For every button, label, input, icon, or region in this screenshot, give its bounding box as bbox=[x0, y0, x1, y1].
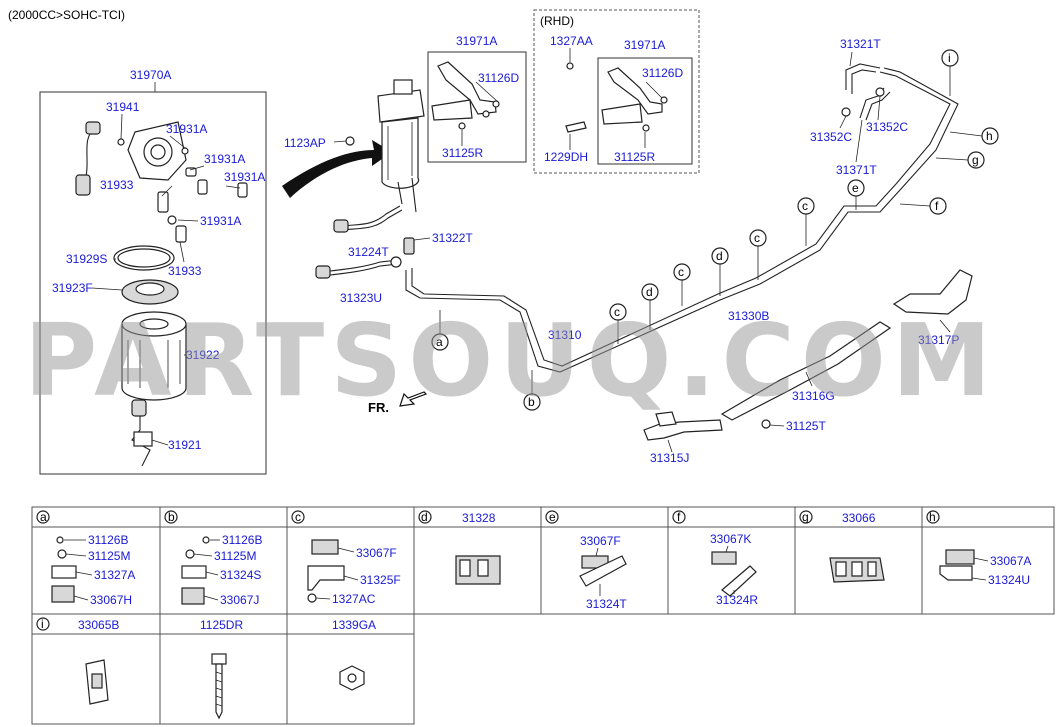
callouts: a b c c c c d d e f g h i bbox=[431, 49, 999, 411]
fuel-lines: 31310 31330B 31321T 31352C 31352C 31371T bbox=[405, 37, 959, 373]
legend-title: 1125DR bbox=[200, 618, 243, 632]
main-label: 31371T bbox=[836, 163, 877, 177]
callout-letter: b bbox=[528, 395, 535, 409]
hoses: 31224T 31322T 31323U bbox=[315, 205, 473, 305]
bracket-label: 31125R bbox=[442, 146, 483, 160]
legend-key: b bbox=[168, 510, 175, 524]
assembly-label: 31941 bbox=[106, 100, 140, 114]
callout-letter: d bbox=[716, 249, 723, 263]
fr-label: FR. bbox=[368, 400, 389, 415]
main-label: 31352C bbox=[866, 120, 908, 134]
legend-part: 31125M bbox=[214, 549, 256, 563]
legend-part: 31324R bbox=[716, 593, 758, 607]
legend-key: f bbox=[677, 510, 681, 524]
legend-part: 33067A bbox=[990, 554, 1031, 568]
callout-letter: f bbox=[935, 199, 939, 213]
assembly-label: 31931A bbox=[224, 170, 265, 184]
page-title: (2000CC>SOHC-TCI) bbox=[8, 8, 125, 22]
main-label: 31321T bbox=[840, 37, 881, 51]
legend-part: 33067F bbox=[580, 534, 621, 548]
legend-part: 33067F bbox=[356, 546, 397, 560]
filter-assembly-box: 31970A bbox=[39, 68, 267, 475]
legend-part: 31126B bbox=[222, 533, 262, 547]
callout-letter: g bbox=[972, 153, 979, 167]
callout-letter: c bbox=[754, 231, 760, 245]
main-label: 31125T bbox=[786, 419, 826, 433]
rhd-label: 31126D bbox=[642, 66, 683, 80]
assembly-label: 31923F bbox=[52, 281, 93, 295]
protectors: 31317P 31316G 31125T 31315J bbox=[643, 269, 973, 465]
main-label: 31330B bbox=[728, 309, 769, 323]
legend-key: d bbox=[421, 510, 428, 524]
legend-title: 31328 bbox=[462, 511, 496, 525]
assembly-label: 31922 bbox=[186, 348, 220, 362]
legend-key: c bbox=[295, 510, 301, 524]
legend-grid: a b c d e f g h i 31328 33066 33065B 112… bbox=[31, 506, 1055, 725]
rhd-label: 1327AA bbox=[550, 34, 593, 48]
legend-part: 31324U bbox=[988, 573, 1030, 587]
assembly-label: 31931A bbox=[204, 152, 245, 166]
rhd-box: (RHD) 1327AA 31971A 31126D 1229DH 31125R bbox=[533, 9, 700, 174]
legend-key: a bbox=[40, 510, 47, 524]
legend-part: 33067J bbox=[220, 593, 259, 607]
assembly-title: 31970A bbox=[130, 68, 171, 82]
legend-key: e bbox=[549, 510, 556, 524]
assembly-label: 31931A bbox=[200, 214, 241, 228]
callout-letter: c bbox=[614, 305, 620, 319]
legend-title: 33066 bbox=[842, 511, 876, 525]
callout-letter: e bbox=[852, 181, 859, 195]
legend-title: 33065B bbox=[78, 618, 119, 632]
assembly-label: 31921 bbox=[168, 438, 202, 452]
callout-letter: c bbox=[802, 199, 808, 213]
callout-letter: i bbox=[948, 51, 951, 65]
legend-key: i bbox=[41, 617, 44, 631]
direction-arrow-icon bbox=[282, 140, 392, 198]
fuel-filter: 1123AP bbox=[284, 79, 425, 213]
watermark: PARTSOUQ.COM bbox=[24, 302, 997, 419]
main-label: 31317P bbox=[918, 333, 959, 347]
rhd-tag: (RHD) bbox=[540, 14, 574, 28]
main-label: 31310 bbox=[548, 328, 582, 342]
front-indicator: FR. bbox=[368, 391, 428, 415]
rhd-label: 31971A bbox=[624, 38, 665, 52]
assembly-label: 31933 bbox=[100, 178, 134, 192]
assembly-label: 31933 bbox=[168, 264, 202, 278]
front-arrow-icon bbox=[399, 391, 428, 407]
callout-letter: a bbox=[436, 335, 443, 349]
main-label: 31323U bbox=[340, 291, 382, 305]
bracket-label: 31126D bbox=[478, 71, 519, 85]
legend-part: 33067K bbox=[710, 532, 751, 546]
callout-letter: d bbox=[646, 285, 653, 299]
rhd-label: 31125R bbox=[614, 150, 655, 164]
callout-letter: c bbox=[678, 265, 684, 279]
legend-key: g bbox=[802, 510, 809, 524]
legend-part: 31126B bbox=[88, 533, 128, 547]
legend-part: 31327A bbox=[94, 568, 135, 582]
main-label: 31224T bbox=[348, 245, 389, 259]
assembly-label: 31931A bbox=[166, 122, 207, 136]
legend-key: h bbox=[929, 510, 936, 524]
legend-part: 31325F bbox=[360, 573, 401, 587]
rhd-label: 1229DH bbox=[544, 150, 588, 164]
legend-part: 31324T bbox=[586, 597, 627, 611]
legend-part: 31125M bbox=[88, 549, 130, 563]
bracket-title: 31971A bbox=[456, 34, 497, 48]
bracket-box: 31971A 31126D 31125R bbox=[427, 34, 527, 163]
main-label: 31315J bbox=[650, 451, 689, 465]
legend-part: 31324S bbox=[220, 568, 261, 582]
legend-title: 1339GA bbox=[332, 618, 376, 632]
main-label: 31316G bbox=[792, 389, 835, 403]
main-label: 31322T bbox=[432, 231, 473, 245]
main-label: 1123AP bbox=[284, 136, 326, 150]
main-label: 31352C bbox=[810, 130, 852, 144]
legend-part: 33067H bbox=[90, 593, 132, 607]
callout-letter: h bbox=[986, 129, 993, 143]
legend-part: 1327AC bbox=[332, 592, 376, 606]
assembly-label: 31929S bbox=[66, 252, 107, 266]
